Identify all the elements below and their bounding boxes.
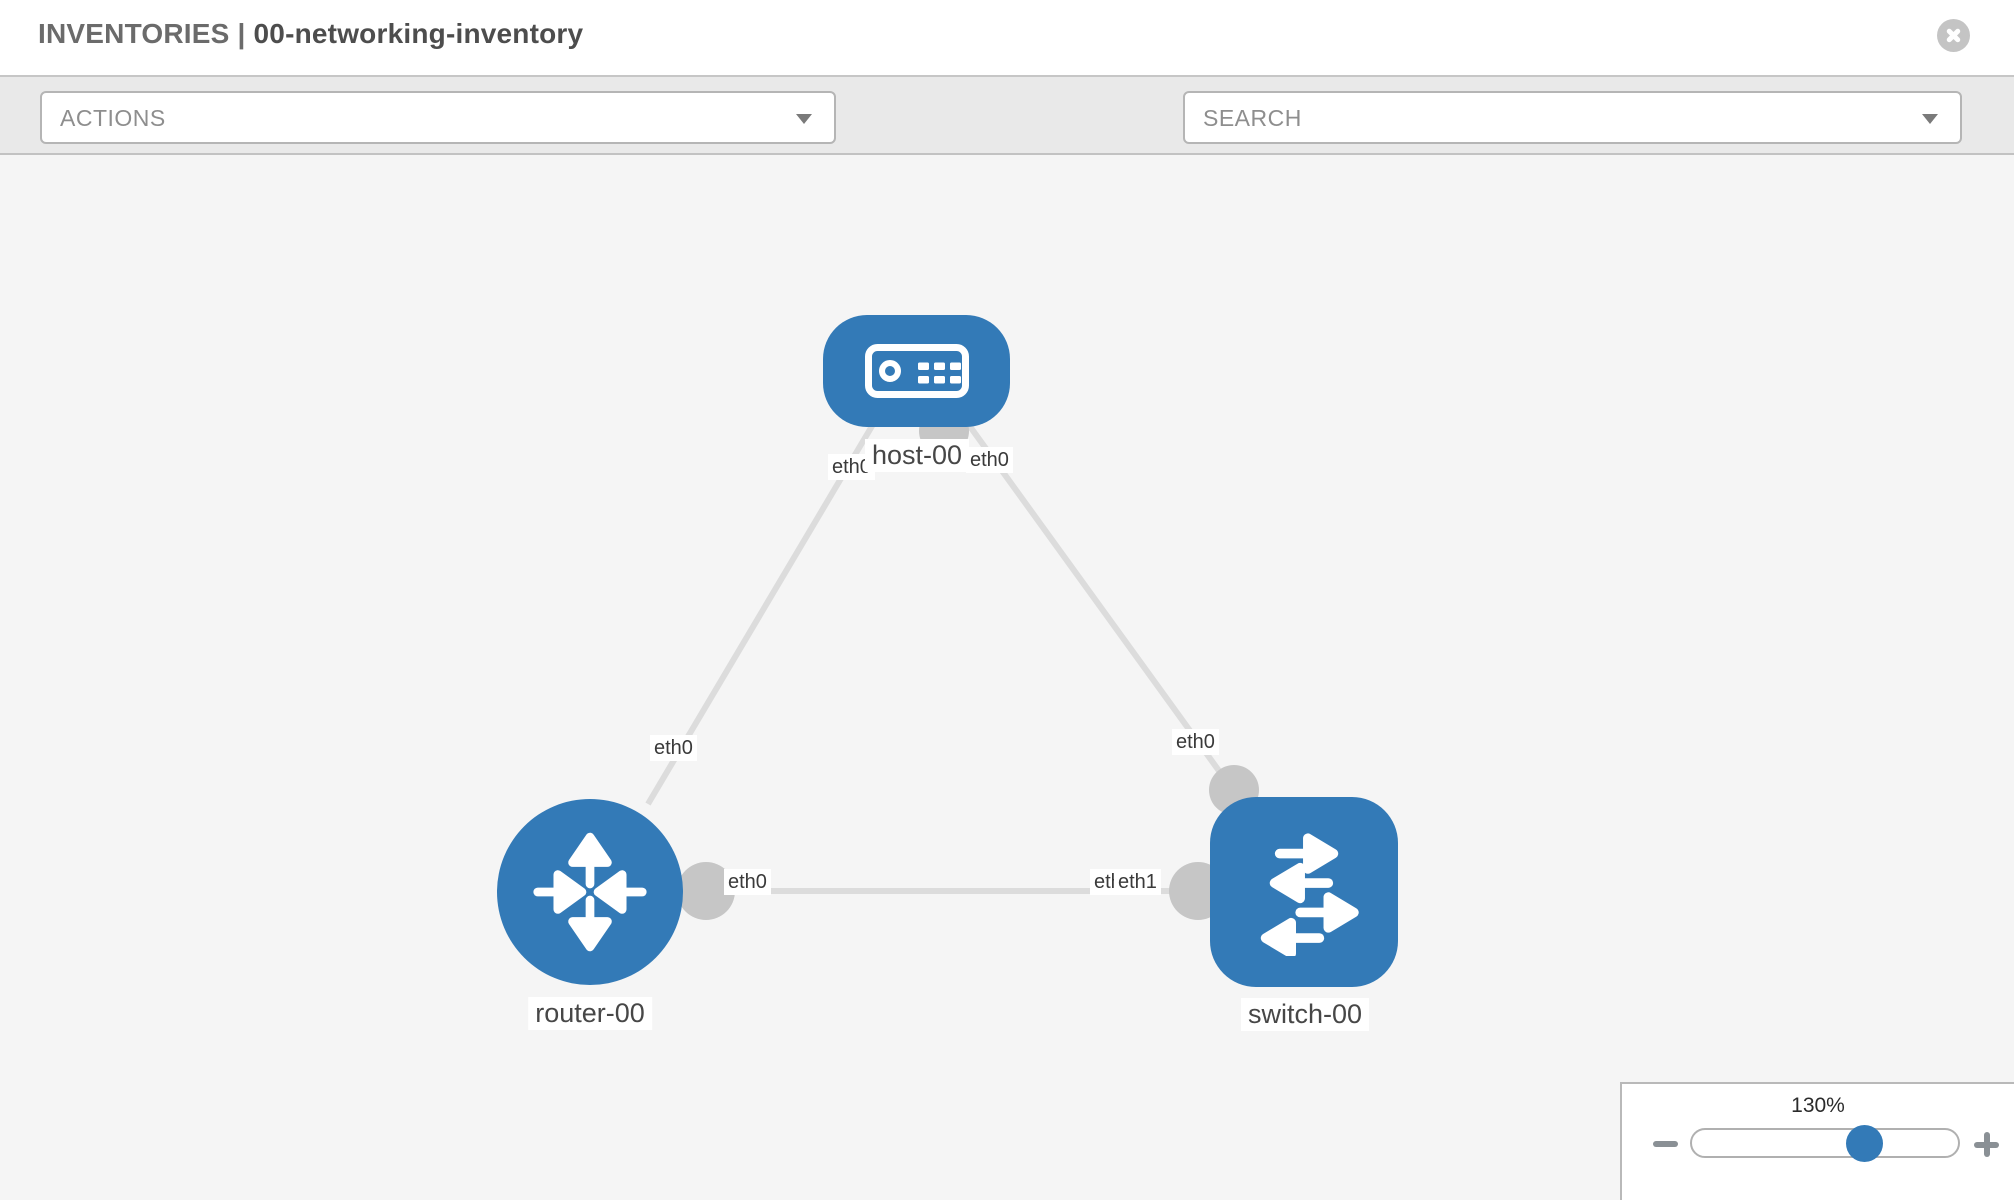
page-title: INVENTORIES | 00-networking-inventory xyxy=(38,18,583,50)
interface-label: eth0 xyxy=(724,869,771,895)
header: INVENTORIES | 00-networking-inventory xyxy=(0,0,2014,75)
host-icon xyxy=(864,344,969,398)
zoom-slider-track[interactable] xyxy=(1690,1128,1960,1158)
actions-dropdown[interactable]: ACTIONS xyxy=(40,91,836,144)
interface-label: eth0 xyxy=(966,447,1013,473)
router-icon xyxy=(533,832,647,952)
switch-icon xyxy=(1260,833,1359,956)
interface-label: eth1 xyxy=(1114,869,1161,895)
node-host-00[interactable] xyxy=(823,315,1010,427)
plus-icon xyxy=(1983,1132,1990,1157)
breadcrumb-separator: | xyxy=(237,18,246,49)
topology-canvas[interactable]: eth0 eth0 eth0 eth0 eth0 eth0 eth1 host-… xyxy=(0,157,2014,1200)
node-switch-00[interactable] xyxy=(1210,797,1398,987)
chevron-down-icon xyxy=(1922,114,1938,124)
connector-router xyxy=(677,862,735,920)
search-dropdown-label: SEARCH xyxy=(1203,105,1302,131)
search-dropdown[interactable]: SEARCH xyxy=(1183,91,1962,144)
zoom-out-button[interactable] xyxy=(1653,1141,1678,1147)
zoom-level-value: 130% xyxy=(1791,1094,1845,1117)
node-label-host: host-00 xyxy=(864,439,970,473)
zoom-in-button[interactable] xyxy=(1974,1132,1999,1157)
interface-label: eth0 xyxy=(1172,729,1219,755)
breadcrumb: INVENTORIES xyxy=(38,18,230,49)
node-router-00[interactable] xyxy=(497,799,683,985)
actions-dropdown-label: ACTIONS xyxy=(60,105,166,131)
close-button[interactable] xyxy=(1937,19,1970,52)
chevron-down-icon xyxy=(796,114,812,124)
inventory-name: 00-networking-inventory xyxy=(253,18,584,49)
zoom-slider-thumb[interactable] xyxy=(1846,1125,1883,1162)
node-label-router: router-00 xyxy=(528,997,652,1031)
interface-label: eth0 xyxy=(650,735,697,761)
zoom-panel: 130% xyxy=(1620,1082,2014,1200)
toolbar: ACTIONS SEARCH xyxy=(0,75,2014,210)
node-label-switch: switch-00 xyxy=(1240,998,1370,1032)
topology-links-layer xyxy=(645,406,1259,920)
